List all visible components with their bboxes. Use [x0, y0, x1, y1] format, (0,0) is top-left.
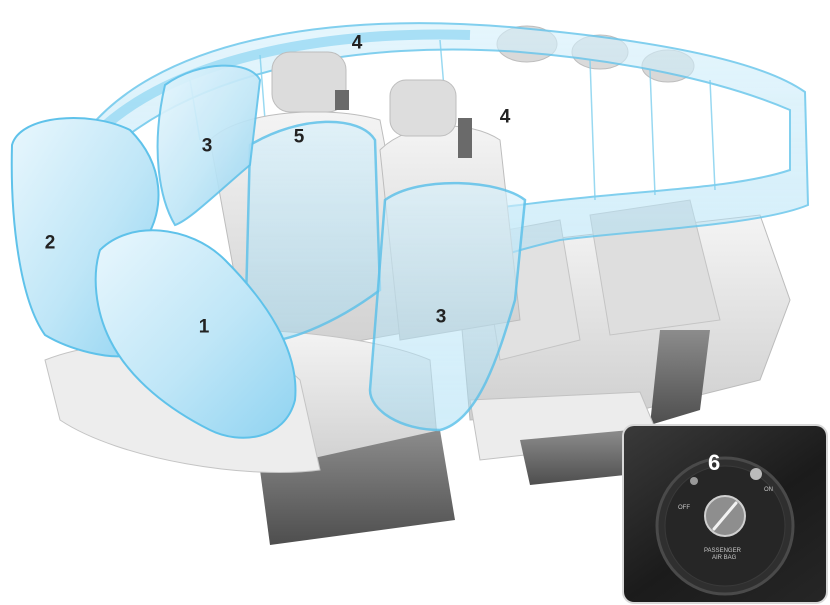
switch-caption-line1: PASSENGER: [704, 548, 742, 554]
callout-driver-front-airbag: 1: [199, 318, 210, 337]
callout-center-airbag: 5: [294, 128, 305, 147]
callout-front-side-airbag: 3: [202, 137, 213, 156]
callout-curtain-airbag-front: 4: [352, 34, 363, 53]
callout-airbag-switch: 6: [708, 450, 720, 476]
switch-caption-line2: AIR BAG: [712, 555, 737, 561]
switch-illustration: OFF ON PASSENGER AIR BAG: [624, 426, 826, 602]
switch-off-label: OFF: [678, 505, 690, 511]
callout-passenger-front-airbag: 2: [45, 234, 56, 253]
callout-rear-side-airbag: 3: [436, 308, 447, 327]
switch-on-label: ON: [764, 487, 773, 493]
callout-curtain-airbag-rear: 4: [500, 108, 511, 127]
airbag-switch-inset: OFF ON PASSENGER AIR BAG 6: [624, 426, 826, 602]
